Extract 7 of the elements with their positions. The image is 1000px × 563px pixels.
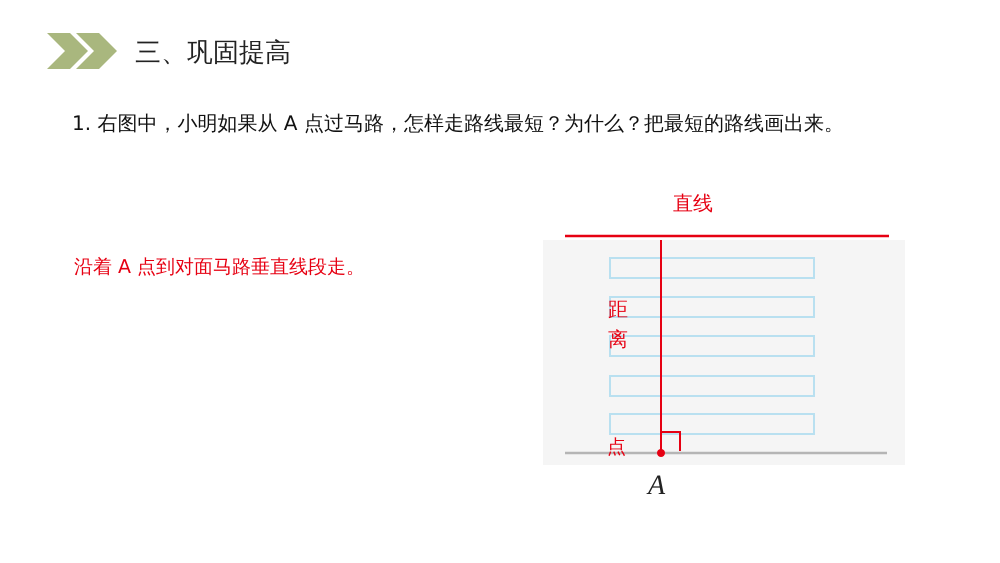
question-text: 1. 右图中，小明如果从 A 点过马路，怎样走路线最短？为什么？把最短的路线画出来。 [72,110,845,137]
point-name: A [648,470,666,502]
line-label: 直线 [673,190,713,217]
point-label: 点 [607,435,626,460]
answer-text: 沿着 A 点到对面马路垂直线段走。 [74,255,366,280]
section-heading: 三、巩固提高 [135,37,291,70]
distance-label: 距离 [608,296,629,353]
